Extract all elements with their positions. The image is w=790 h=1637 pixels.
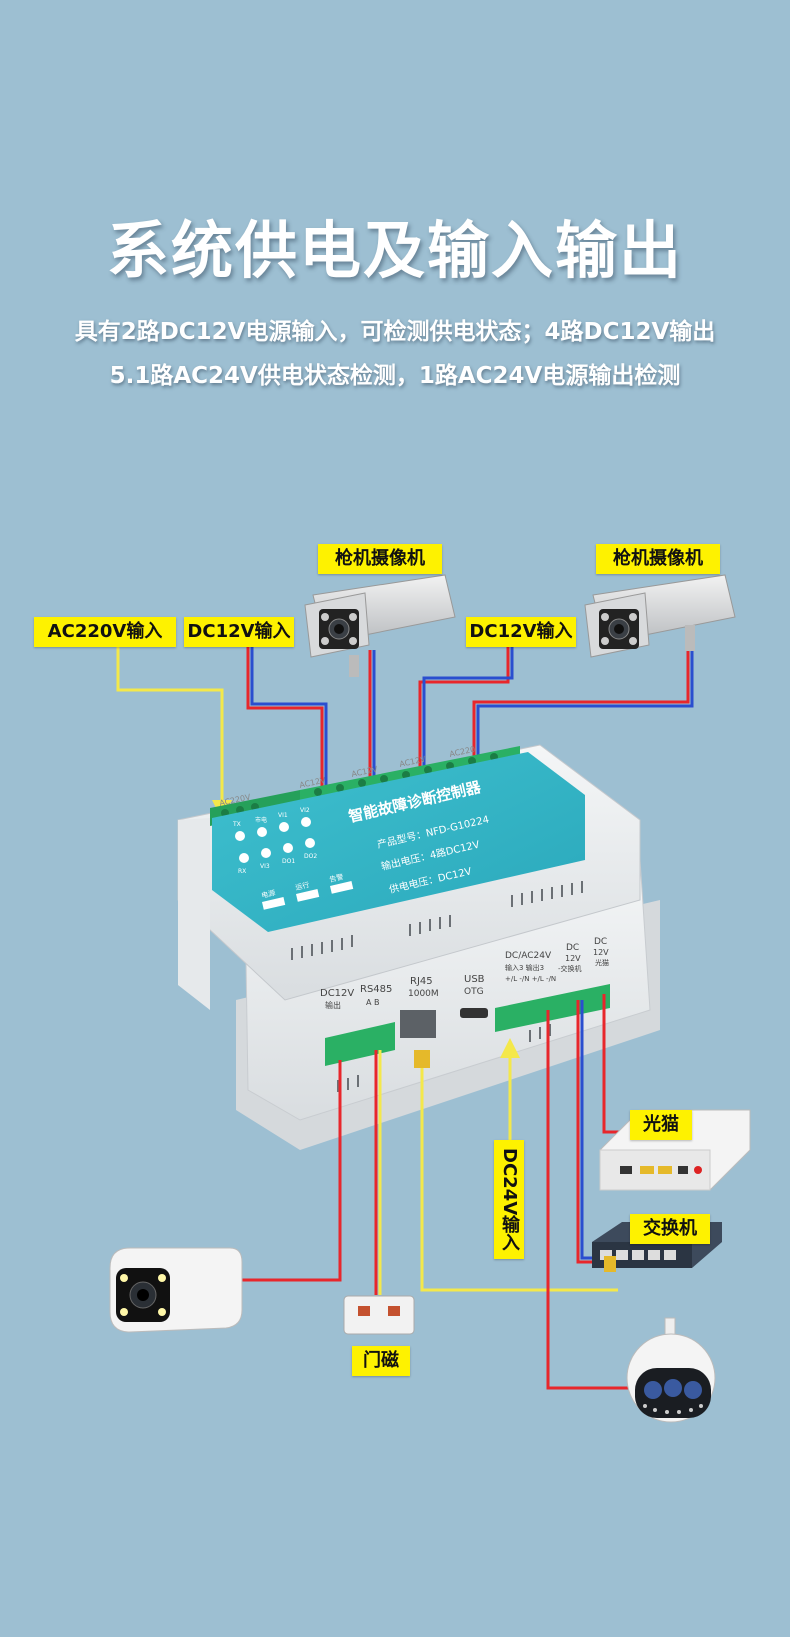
vent-slots — [291, 881, 583, 1092]
wire-camera-right-red — [472, 640, 690, 782]
led-vi2 — [301, 817, 311, 827]
led-rx — [239, 853, 249, 863]
label-dc24-input: DC24V输入 — [494, 1140, 524, 1260]
wire-dc12-right-red — [418, 640, 510, 790]
bullet-camera-icon — [109, 1247, 243, 1333]
bottom-terminals — [325, 984, 610, 1066]
port-dc12b-sub2: 光猫 — [595, 958, 609, 967]
run-label: 运行 — [294, 880, 310, 892]
wire-dc12-left-red — [246, 640, 324, 798]
led-label-vi1: VI1 — [278, 812, 288, 819]
label-ac220-input: AC220V输入 — [34, 617, 176, 647]
label-camera-left: 枪机摄像机 — [318, 544, 442, 574]
led-do1 — [283, 843, 293, 853]
port-dcac24-label: DC/AC24V — [505, 951, 552, 961]
led-do2 — [305, 838, 315, 848]
subtitle-line-2: 5.1路AC24V供电状态检测，1路AC24V电源输出检测 — [109, 363, 681, 389]
wire-camera-right-blue — [476, 640, 694, 782]
port-dc12b-sub: 12V — [593, 948, 609, 957]
power-label: 电源 — [260, 888, 276, 900]
label-camera-right: 枪机摄像机 — [596, 544, 720, 574]
port-dc12a-sub: 12V — [565, 954, 581, 963]
port-rs485-pins: A B — [366, 998, 380, 1007]
subtitle-line-1: 具有2路DC12V电源输入，可检测供电状态；4路DC12V输出 — [74, 319, 716, 345]
gun-camera-left-icon — [304, 574, 456, 677]
device-front-panel — [212, 752, 585, 932]
wire-dc12-right-blue — [422, 640, 514, 790]
led-label-rx-visible: RX — [238, 868, 246, 875]
port-rj45-label: RJ45 — [410, 976, 433, 987]
wire-dc12-left-blue — [250, 640, 328, 798]
status-buttons — [262, 881, 354, 910]
wire-network — [420, 1060, 618, 1292]
wire-ac220-input — [116, 632, 224, 812]
rj45-port — [400, 1010, 436, 1038]
wire-bullet-camera — [240, 1060, 342, 1282]
port-dc12b-label: DC — [594, 937, 607, 947]
led-label-vi2: VI2 — [300, 807, 310, 814]
led-label-vi3: VI3 — [260, 863, 270, 870]
indicator-leds — [235, 817, 315, 863]
power-indicator — [262, 897, 286, 910]
port-dc12a-label: DC — [566, 943, 579, 953]
gun-camera-right-icon — [584, 574, 736, 658]
label-dc12-left: DC12V输入 — [184, 617, 294, 647]
label-dc12-right: DC12V输入 — [466, 617, 576, 647]
usb-port — [460, 1008, 488, 1018]
arrow-dc24-input — [500, 1038, 520, 1058]
port-dcac24-sub: 输入3 输出3 — [505, 963, 544, 972]
led-vi3 — [261, 848, 271, 858]
controller-device: AC220V AC12V AC12V AC12V AC220 智能故障诊断控制器… — [177, 744, 660, 1150]
ptz-camera-icon — [626, 1317, 716, 1423]
port-dc12-label: DC12V — [320, 988, 354, 999]
page-title: 系统供电及输入输出 — [106, 214, 683, 287]
led-mains — [257, 827, 267, 837]
led-label-mains: 市电 — [255, 816, 267, 824]
led-label-tx: TX — [232, 821, 241, 828]
run-indicator — [296, 889, 320, 902]
door-sensor-icon — [343, 1295, 415, 1335]
port-usb-sub: OTG — [464, 987, 484, 997]
led-tx — [235, 831, 245, 841]
alarm-label: 告警 — [328, 872, 344, 884]
label-modem: 光猫 — [630, 1110, 692, 1140]
wire-ptz-camera — [546, 1010, 636, 1390]
port-rs485-label: RS485 — [360, 984, 392, 995]
alarm-indicator — [330, 881, 354, 894]
port-rj45-sub: 1000M — [408, 989, 439, 999]
label-switch: 交换机 — [630, 1214, 710, 1244]
led-vi1 — [279, 822, 289, 832]
port-dcac24-pins: +/L -/N +/L -/N — [505, 975, 556, 983]
port-usb-label: USB — [464, 974, 485, 985]
led-label-do2: DO2 — [304, 853, 317, 860]
label-door-sensor: 门磁 — [352, 1346, 410, 1376]
port-dc12a-sub2: -交换机 — [558, 964, 582, 973]
led-label-do1: DO1 — [282, 858, 295, 865]
port-dc12-sub: 输出 — [325, 1000, 341, 1010]
